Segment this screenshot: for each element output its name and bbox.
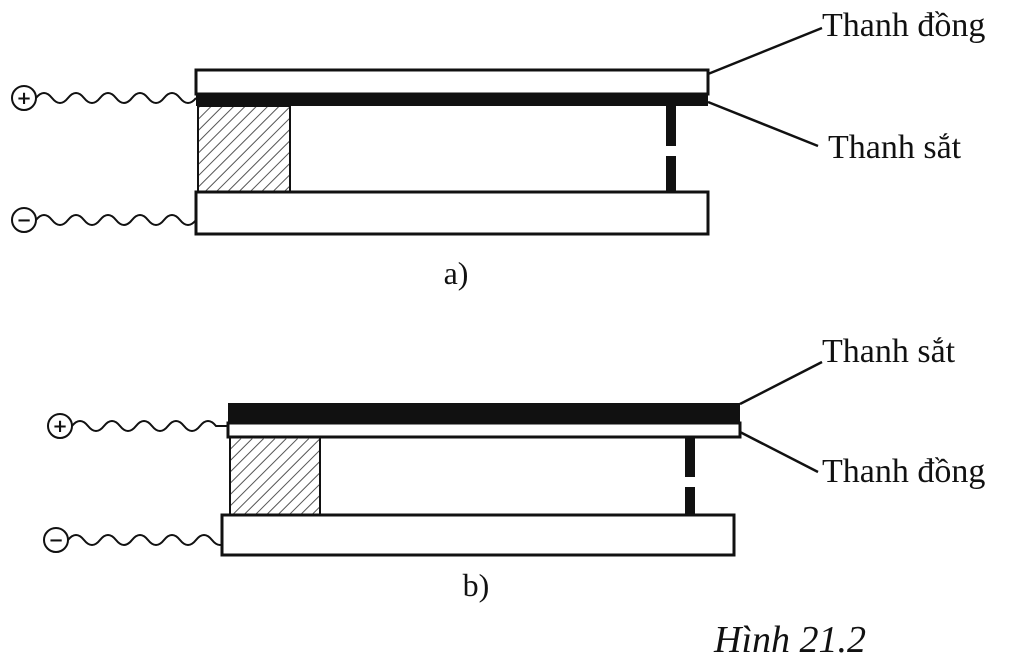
- wire-positive-b: [71, 420, 230, 432]
- leader-top-b: [739, 360, 823, 406]
- copper-bar-a: [194, 68, 710, 96]
- label-iron-a: Thanh sắt: [828, 129, 962, 166]
- figure-title: Hình 21.2: [713, 619, 866, 661]
- leader-bottom-a: [707, 100, 819, 148]
- negative-sign: −: [16, 210, 31, 231]
- leader-top-a: [707, 26, 823, 76]
- caption-b: b): [463, 567, 490, 603]
- label-copper-a: Thanh đồng: [822, 7, 985, 44]
- insulator-block-a: [197, 105, 291, 193]
- diagram-a: + − Thanh đồng Thanh sắt a): [11, 7, 985, 291]
- wire-negative-b: [67, 534, 231, 546]
- positive-terminal-b: +: [47, 413, 73, 439]
- insulator-block-b: [229, 436, 321, 516]
- negative-terminal-b: −: [43, 527, 69, 553]
- copper-bar-b: [226, 421, 742, 439]
- positive-sign: +: [52, 416, 67, 437]
- base-bar-a: [194, 190, 710, 236]
- iron-bar-a: [196, 94, 708, 106]
- label-copper-b: Thanh đồng: [822, 453, 985, 490]
- iron-bar-b: [228, 403, 740, 423]
- positive-sign: +: [16, 88, 31, 109]
- wire-positive-a: [35, 92, 197, 104]
- label-iron-b: Thanh sắt: [822, 333, 956, 370]
- leader-bottom-b: [739, 430, 819, 474]
- caption-a: a): [444, 255, 469, 291]
- positive-terminal-a: +: [11, 85, 37, 111]
- base-bar-b: [220, 513, 736, 557]
- wire-negative-a: [35, 214, 197, 226]
- diagram-b: + − Thanh sắt Thanh đồng b): [43, 333, 985, 603]
- negative-terminal-a: −: [11, 207, 37, 233]
- negative-sign: −: [48, 530, 63, 551]
